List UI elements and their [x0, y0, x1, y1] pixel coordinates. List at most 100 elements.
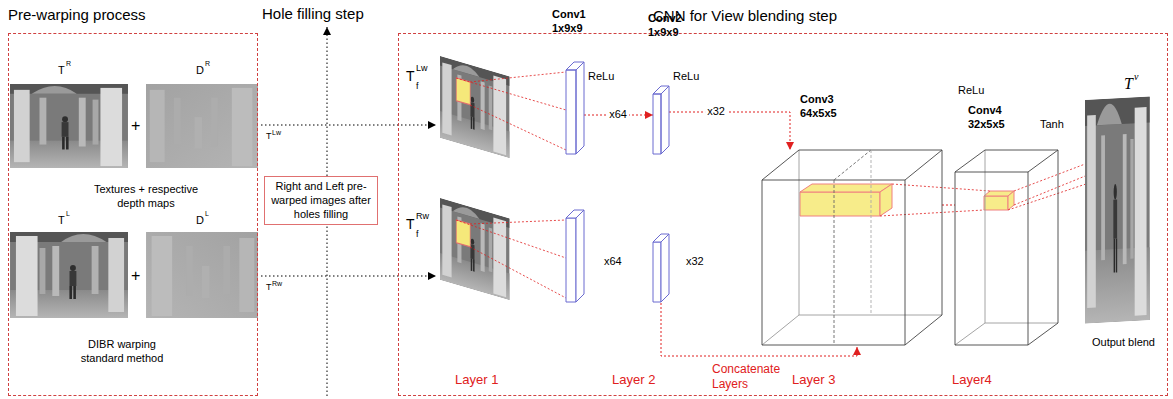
- annotation-label: f: [416, 229, 419, 240]
- conv2-bottom-slab: [653, 234, 669, 302]
- volume-edge: [762, 345, 905, 346]
- conv4-kernel: [984, 191, 1014, 210]
- volume-edge: [955, 345, 1028, 346]
- volume-edge: [834, 180, 835, 345]
- node-text: ReLu: [958, 84, 984, 98]
- volume-edge: [1028, 172, 1029, 345]
- drawing-polygon: [880, 184, 892, 216]
- conv-layer: Conv3 64x5x5ReLu: [762, 150, 942, 345]
- node-title: Pre-warping process: [8, 6, 146, 25]
- volume-edge: [985, 323, 1058, 324]
- annotation-label: Rw: [416, 211, 429, 222]
- node-text: Textures + respective depth maps: [82, 183, 210, 211]
- volume-edge: [799, 315, 942, 316]
- annotation-label: D: [196, 214, 204, 228]
- texture-left: [10, 232, 128, 318]
- volume-edge: [985, 150, 986, 323]
- annotation-label: Output blend: [1092, 336, 1155, 350]
- volume-edge: [955, 323, 985, 345]
- conv-layer: Conv2 1x9x9ReLu: [653, 86, 669, 154]
- dotted-connector: [942, 205, 955, 206]
- projection-lines: [456, 72, 566, 298]
- drawing-polygon: [800, 192, 880, 216]
- volume-edge: [799, 150, 800, 315]
- texture-right: [10, 84, 128, 168]
- annotation-label: Lw: [416, 63, 428, 74]
- node-title: Conv1 1x9x9: [552, 8, 586, 36]
- warped-left-arrow: [261, 125, 436, 126]
- volume-edge: [905, 315, 942, 345]
- drawing-line: [880, 210, 984, 216]
- annotation-label: D: [196, 64, 204, 78]
- node-title: Right and Left pre-warped images after h…: [268, 180, 374, 221]
- conv3-kernel: [800, 184, 892, 216]
- drawing-polygon: [576, 210, 584, 302]
- slab-face: [653, 94, 661, 154]
- annotation-label: Layer4: [952, 372, 992, 388]
- node-text: ReLu: [673, 70, 699, 84]
- slab-face: [576, 62, 584, 154]
- depth-left: [146, 232, 258, 318]
- volume-edge: [871, 150, 872, 315]
- annotation-label: T: [266, 282, 272, 293]
- drawing-line: [470, 105, 566, 150]
- layer-slab: [653, 86, 669, 154]
- channel-count: x64: [607, 108, 629, 122]
- volume-edge: [762, 180, 905, 181]
- drawing-line: [470, 72, 566, 82]
- annotation-label: v: [1134, 71, 1138, 84]
- annotation-label: +: [131, 116, 140, 136]
- node-title: Conv4 32x5x5: [968, 104, 1005, 132]
- volume-edge: [762, 180, 763, 345]
- conv1-bottom-slab: [566, 210, 584, 302]
- slab-face: [661, 86, 669, 154]
- layer-slab: [566, 62, 584, 154]
- annotation-label: T: [406, 216, 415, 234]
- volume-edge: [942, 150, 943, 315]
- annotation-label: Layer 1: [455, 372, 498, 388]
- volume-edge: [955, 172, 1028, 173]
- slab-face: [566, 62, 584, 70]
- node-text: ReLu: [588, 70, 614, 84]
- volume-edge: [762, 150, 799, 180]
- annotation-label: T: [266, 131, 272, 142]
- volume-edge: [834, 150, 871, 180]
- region-panel: CNN for View blending stepConv1 1x9x9ReL…: [398, 33, 1168, 396]
- drawing-line: [470, 220, 566, 224]
- node-text: DIBR warping standard method: [72, 338, 172, 366]
- concatenate-arrow: [661, 303, 857, 356]
- volume-edge: [1028, 150, 1058, 172]
- drawing-use: [146, 232, 258, 318]
- drawing-polygon: [653, 242, 661, 302]
- slab-face: [653, 86, 669, 94]
- drawing-use: [10, 84, 128, 168]
- volume-edge: [1058, 150, 1059, 323]
- warped-right-arrow: [261, 276, 436, 277]
- layer-volume: [955, 150, 1058, 345]
- slab-face: [566, 70, 576, 154]
- drawing-use: [1085, 96, 1150, 323]
- volume-edge: [905, 180, 906, 345]
- volume-edge: [1028, 323, 1058, 345]
- step-box: Right and Left pre-warped images after h…: [264, 176, 378, 225]
- dotted-connector: [669, 112, 790, 150]
- node-title: Conv2 1x9x9: [648, 12, 682, 40]
- conv-layer: Conv1 1x9x9ReLu: [566, 62, 584, 154]
- annotation-label: Rw: [272, 280, 282, 289]
- annotation-label: Layer 3: [792, 372, 835, 388]
- node-title: Conv3 64x5x5: [800, 93, 837, 121]
- input-right: [440, 198, 510, 300]
- annotation-label: Concatenate Layers: [712, 362, 780, 392]
- annotation-label: +: [131, 266, 140, 286]
- annotation-label: Lw: [272, 129, 281, 138]
- node-text: Tanh: [1040, 118, 1064, 132]
- depth-right: [146, 84, 258, 168]
- annotation-label: R: [205, 60, 210, 69]
- volume-edge: [905, 150, 942, 180]
- drawing-use: [440, 198, 510, 300]
- drawing-use: [146, 84, 258, 168]
- annotation-label: T: [406, 68, 415, 86]
